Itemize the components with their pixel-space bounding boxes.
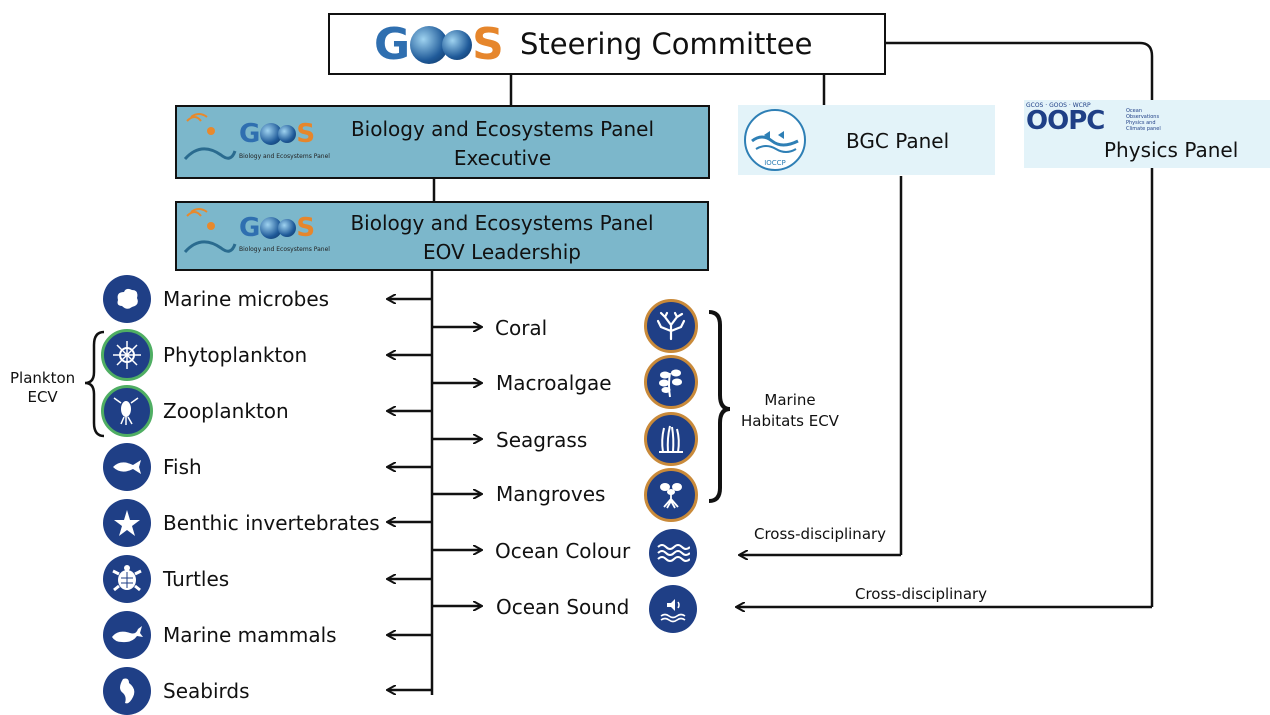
eov-label-fish: Fish [163, 455, 202, 479]
ioccp-logo: IOCCP [740, 107, 810, 173]
plankton-ecv-line2: ECV [27, 388, 58, 406]
eov-label-seabirds: Seabirds [163, 679, 250, 703]
eov-label-phytoplankton: Phytoplankton [163, 343, 308, 367]
oopc-logo-top: GCOS · GOOS · WCRP [1026, 102, 1091, 109]
turtle-icon [103, 555, 151, 603]
plankton-ecv-line1: Plankton [10, 369, 76, 387]
mangrove-icon [644, 468, 698, 522]
habitats-ecv-line2: Habitats ECV [741, 412, 839, 430]
seagrass-icon [644, 412, 698, 466]
eov-label-seagrass: Seagrass [496, 428, 588, 452]
bep-art [181, 111, 237, 175]
macroalgae-icon [644, 355, 698, 409]
physics-panel-title: Physics Panel [1104, 138, 1239, 162]
eov-label-coral: Coral [495, 316, 548, 340]
bep-eov-line2: EOV Leadership [423, 240, 581, 264]
habitats-ecv-label: Marine Habitats ECV [740, 390, 840, 432]
eov-label-benthic-invertebrates: Benthic invertebrates [163, 511, 380, 535]
plankton-ecv-label: Plankton ECV [10, 369, 75, 407]
cross-disciplinary-label-physics: Cross-disciplinary [855, 585, 988, 603]
eov-label-macroalgae: Macroalgae [496, 371, 612, 395]
bep-eov-line1: Biology and Ecosystems Panel [350, 211, 654, 235]
eov-label-marine-mammals: Marine mammals [163, 623, 337, 647]
bep-executive-line1: Biology and Ecosystems Panel [350, 117, 655, 141]
bep-executive-title: Biology and Ecosystems Panel Executive [317, 115, 688, 173]
physics-panel-box: GCOS · GOOS · WCRP OOPC Ocean Observatio… [1024, 100, 1270, 168]
eov-label-marine-microbes: Marine microbes [163, 287, 330, 311]
bep-eov-title: Biology and Ecosystems Panel EOV Leaders… [317, 209, 687, 267]
svg-text:IOCCP: IOCCP [764, 159, 786, 167]
cross-disciplinary-label-bgc: Cross-disciplinary [754, 525, 887, 543]
bgc-panel-box: IOCCP BGC Panel [738, 105, 995, 175]
sound-icon [649, 585, 697, 633]
coral-icon [644, 299, 698, 353]
bep-logo-subtitle: Biology and Ecosystems Panel [239, 246, 330, 253]
wave-icon [649, 529, 697, 577]
bep-art [181, 206, 237, 268]
microbe-icon [103, 275, 151, 323]
eov-label-ocean-sound: Ocean Sound [496, 595, 630, 619]
phytoplankton-icon [101, 329, 153, 381]
bgc-panel-title: BGC Panel [846, 129, 950, 153]
zooplankton-icon [101, 385, 153, 437]
steering-title: Steering Committee [520, 27, 813, 61]
eov-label-mangroves: Mangroves [496, 482, 606, 506]
eov-label-zooplankton: Zooplankton [163, 399, 289, 423]
eov-label-ocean-colour: Ocean Colour [495, 539, 631, 563]
eov-label-turtles: Turtles [163, 567, 230, 591]
bep-executive-line2: Executive [453, 146, 552, 170]
whale-icon [103, 611, 151, 659]
oopc-logo-side: Ocean Observations Physics and Climate p… [1126, 108, 1161, 132]
habitats-ecv-line1: Marine [764, 391, 816, 409]
oopc-logo: OOPC [1026, 106, 1105, 136]
bep-logo-subtitle: Biology and Ecosystems Panel [239, 153, 330, 160]
seabird-icon [103, 667, 151, 715]
starfish-icon [103, 499, 151, 547]
fish-icon [103, 443, 151, 491]
